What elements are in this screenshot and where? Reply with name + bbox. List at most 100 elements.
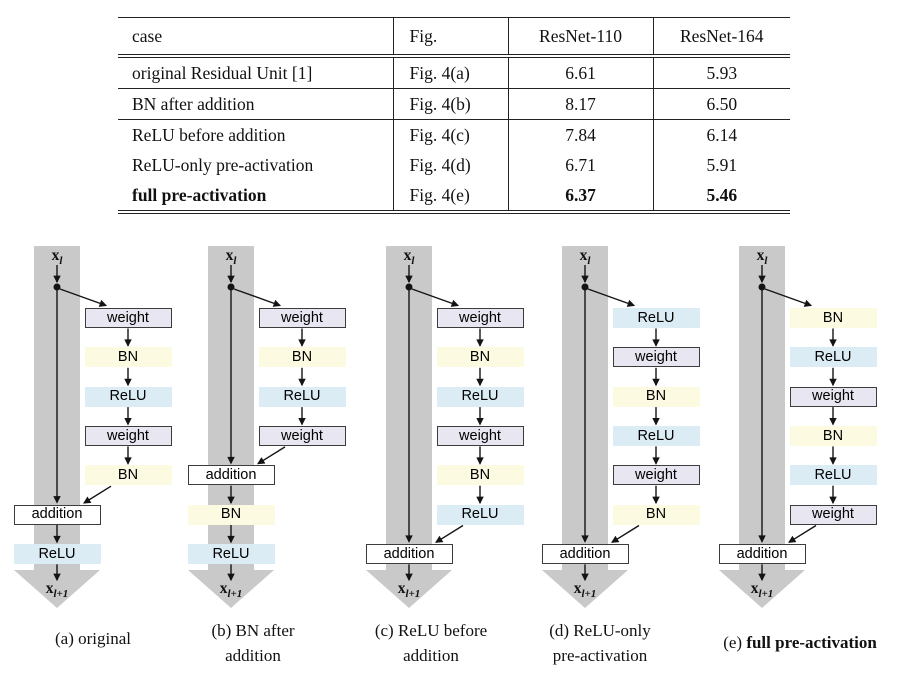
cell-fig: Fig. 4(e): [392, 180, 508, 212]
node-weight: weight: [612, 465, 700, 486]
node-addition: addition: [13, 504, 101, 525]
branch-point-dot: [53, 283, 61, 291]
node-relu: ReLU: [789, 347, 877, 368]
diagram-graphics: [366, 246, 484, 608]
table-row: ReLU before addition Fig. 4(c) 7.84 6.14: [118, 119, 790, 150]
col-header-fig: Fig.: [392, 17, 508, 58]
node-bn: BN: [436, 347, 524, 368]
node-weight: weight: [84, 425, 172, 446]
cell-resnet110: 6.61: [507, 56, 653, 89]
node-weight: weight: [436, 425, 524, 446]
cell-case: ReLU-only pre-activation: [132, 154, 314, 175]
cell-case: BN after addition: [118, 88, 393, 120]
branch-point-dot: [758, 283, 766, 291]
table-row: ReLU-only pre-activation Fig. 4(d) 6.71 …: [118, 150, 790, 180]
node-bn: BN: [789, 308, 877, 328]
output-label: xl+1: [397, 580, 421, 601]
col-header-resnet110: ResNet-110: [507, 17, 653, 58]
branch-point-dot: [405, 283, 413, 291]
cell-resnet164: 5.93: [652, 56, 790, 89]
flow-arrows: [227, 265, 306, 582]
cell-resnet110: 6.37: [507, 180, 653, 212]
node-bn: BN: [436, 465, 524, 486]
cell-fig: Fig. 4(b): [392, 88, 508, 120]
cell-resnet164: 6.50: [652, 88, 790, 120]
input-label: xl: [51, 247, 63, 268]
cell-case: ReLU before addition: [132, 124, 286, 145]
node-weight: weight: [258, 308, 346, 328]
output-label: xl+1: [750, 580, 774, 601]
flow-arrows: [581, 265, 660, 582]
input-label: xl: [225, 247, 237, 268]
table-row: full pre-activation Fig. 4(e) 6.37 5.46: [118, 180, 790, 212]
branch-point-dot: [581, 283, 589, 291]
output-label: xl+1: [45, 580, 69, 601]
diagram-caption: (a) original: [55, 629, 131, 648]
input-label: xl: [403, 247, 415, 268]
node-bn: BN: [612, 386, 700, 407]
node-weight: weight: [258, 425, 346, 446]
node-addition: addition: [365, 543, 453, 564]
node-relu: ReLU: [84, 386, 172, 407]
node-relu: ReLU: [436, 504, 524, 525]
input-label: xl: [756, 247, 768, 268]
diagram-graphics: [14, 246, 132, 608]
flow-arrows: [758, 265, 837, 582]
node-bn: BN: [612, 504, 700, 525]
cell-fig: Fig. 4(a): [392, 56, 508, 89]
cell-fig: Fig. 4(c): [392, 119, 508, 150]
table-header-row: case Fig. ResNet-110 ResNet-164: [118, 17, 790, 58]
diagram-graphics: [542, 246, 660, 608]
node-addition: addition: [718, 543, 806, 564]
cell-resnet110: 8.17: [507, 88, 653, 120]
node-weight: weight: [789, 504, 877, 525]
diagram-graphics: [719, 246, 837, 608]
node-bn: BN: [258, 347, 346, 368]
cell-resnet164: 6.14: [652, 119, 790, 150]
table-row: BN after addition Fig. 4(b) 8.17 6.50: [118, 88, 790, 120]
diagram-graphics: [188, 246, 306, 608]
node-relu: ReLU: [612, 425, 700, 446]
col-header-case: case: [118, 17, 393, 58]
node-addition: addition: [187, 465, 275, 486]
node-weight: weight: [84, 308, 172, 328]
input-label: xl: [579, 247, 591, 268]
flow-arrows: [53, 265, 132, 582]
results-table: case Fig. ResNet-110 ResNet-164 original…: [118, 17, 790, 214]
diagram-caption: (e) full pre-activation: [723, 633, 877, 652]
cell-case: original Residual Unit [1]: [118, 56, 393, 89]
cell-resnet110: 6.71: [507, 150, 653, 180]
node-relu: ReLU: [187, 543, 275, 564]
cell-resnet164: 5.91: [652, 150, 790, 180]
node-relu: ReLU: [436, 386, 524, 407]
node-bn: BN: [84, 347, 172, 368]
node-relu: ReLU: [258, 386, 346, 407]
flow-arrows: [405, 265, 484, 582]
node-weight: weight: [789, 386, 877, 407]
cell-resnet110: 7.84: [507, 119, 653, 150]
node-weight: weight: [436, 308, 524, 328]
node-relu: ReLU: [789, 465, 877, 486]
node-bn: BN: [84, 465, 172, 486]
col-header-resnet164: ResNet-164: [652, 17, 790, 58]
node-weight: weight: [612, 347, 700, 368]
cell-resnet164: 5.46: [652, 180, 790, 212]
cell-fig: Fig. 4(d): [392, 150, 508, 180]
node-bn: BN: [187, 504, 275, 525]
table-row: original Residual Unit [1] Fig. 4(a) 6.6…: [118, 56, 790, 89]
node-relu: ReLU: [13, 543, 101, 564]
branch-point-dot: [227, 283, 235, 291]
output-label: xl+1: [573, 580, 597, 601]
cell-case: full pre-activation: [132, 184, 267, 205]
node-relu: ReLU: [612, 308, 700, 328]
node-addition: addition: [541, 543, 629, 564]
